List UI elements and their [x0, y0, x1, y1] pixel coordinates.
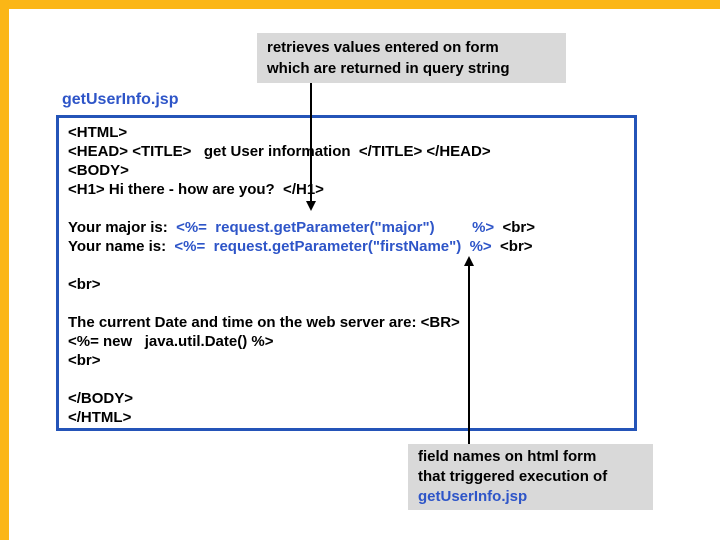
arrow-up-head-icon	[464, 256, 474, 266]
accent-border-top	[0, 0, 720, 9]
code-line-html-open: <HTML>	[68, 124, 128, 141]
callout-top-line1: retrieves values entered on form	[267, 39, 499, 56]
accent-border-left	[0, 0, 9, 540]
code-line-blank	[68, 370, 634, 389]
code-line-html-close: </HTML>	[68, 409, 132, 426]
code-line-date-expr: <%= new java.util.Date() %>	[68, 333, 274, 350]
code-name-scriptlet: <%= request.getParameter("firstName") %>	[174, 238, 492, 255]
arrow-top-callout-to-getparameter	[306, 83, 316, 211]
code-line-body-close: </BODY>	[68, 390, 134, 407]
code-line-br2: <br>	[68, 352, 101, 369]
jsp-filename-label: getUserInfo.jsp	[62, 91, 179, 108]
code-major-scriptlet: <%= request.getParameter("major") %>	[176, 219, 495, 236]
code-line-major: Your major is: <%= request.getParameter(…	[68, 218, 634, 237]
callout-bottom-line1: field names on html form	[418, 448, 597, 465]
arrow-shaft	[310, 83, 312, 202]
code-name-br: <br>	[491, 238, 533, 255]
callout-top-line2: which are returned in query string	[267, 60, 510, 77]
code-line-name: Your name is: <%= request.getParameter("…	[68, 237, 634, 256]
callout-retrieves-values: retrieves values entered on form which a…	[257, 33, 566, 83]
code-name-label: Your name is:	[68, 238, 175, 255]
callout-field-names: field names on html form that triggered …	[408, 444, 653, 510]
code-major-br: <br>	[494, 219, 536, 236]
code-major-label: Your major is:	[68, 219, 177, 236]
code-line-blank	[68, 256, 634, 275]
callout-bottom-line2: that triggered execution of	[418, 468, 608, 485]
code-line-blank	[68, 294, 634, 313]
arrow-shaft	[468, 264, 470, 445]
arrow-bottom-callout-to-firstname	[464, 256, 474, 445]
code-line-date-text: The current Date and time on the web ser…	[68, 314, 460, 331]
code-line-blank	[68, 199, 634, 218]
code-line-h1: <H1> Hi there - how are you? </H1>	[68, 181, 324, 198]
arrow-down-head-icon	[306, 201, 316, 211]
code-line-body-open: <BODY>	[68, 162, 129, 179]
callout-bottom-jsp-filename: getUserInfo.jsp	[418, 488, 528, 505]
code-line-br: <br>	[68, 276, 101, 293]
jsp-code-box: <HTML> <HEAD> <TITLE> get User informati…	[56, 115, 637, 431]
code-line-head-title: <HEAD> <TITLE> get User information </TI…	[68, 143, 491, 160]
